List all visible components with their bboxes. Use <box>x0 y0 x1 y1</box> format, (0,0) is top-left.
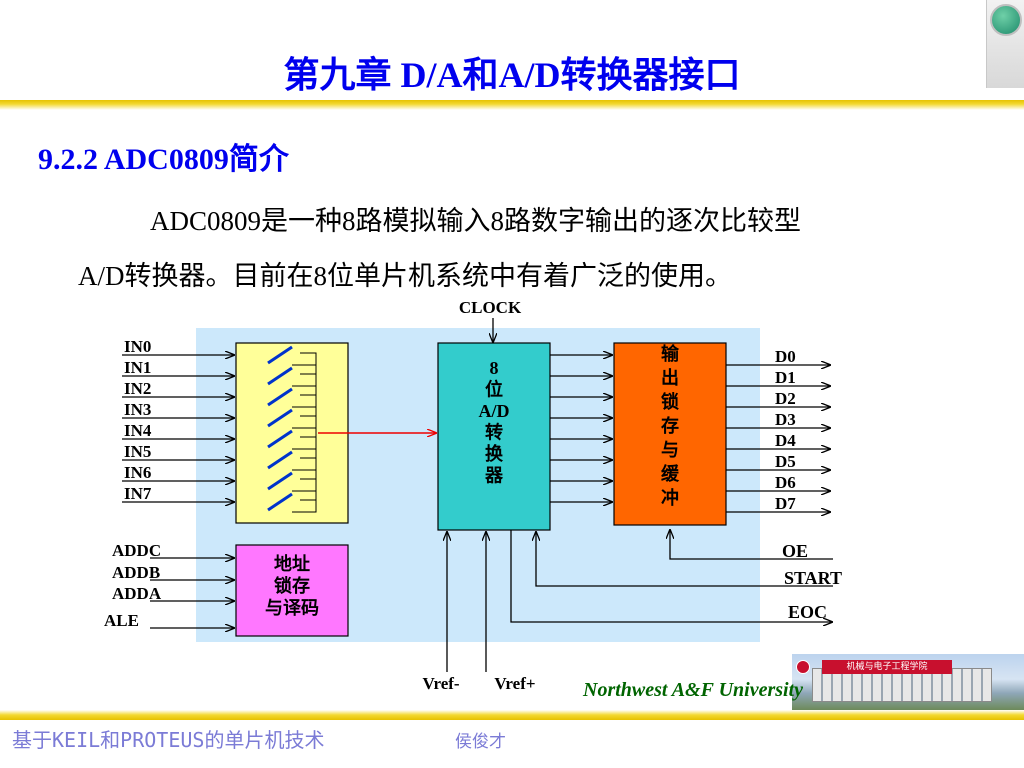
output-label: D7 <box>775 494 796 513</box>
college-banner <box>822 660 952 674</box>
home-button[interactable] <box>986 0 1024 88</box>
converter-label-char: 换 <box>485 443 504 464</box>
output-label: D1 <box>775 368 796 387</box>
converter-block <box>437 342 551 531</box>
footer-author: 侯俊才 <box>455 732 506 752</box>
output-label: D4 <box>775 431 796 450</box>
footer-course-title: 基于KEIL和PROTEUS的单片机技术 <box>12 728 325 752</box>
output-label: D6 <box>775 473 796 492</box>
oe-line <box>670 530 833 560</box>
analog-switch <box>267 429 293 449</box>
college-banner-text: 机械与电子工程学院 <box>846 662 928 672</box>
analog-switch <box>267 492 293 512</box>
converter-label-char: 位 <box>485 379 503 400</box>
address-latch-block <box>235 544 349 637</box>
latch-label-char: 输 <box>661 343 680 364</box>
home-icon[interactable] <box>990 4 1022 36</box>
converter-label-char: A/D <box>479 401 510 421</box>
latch-label-char: 缓 <box>661 463 680 484</box>
input-label: IN4 <box>124 421 152 440</box>
address-input-label: ADDC <box>112 541 161 560</box>
latch-label-char: 冲 <box>661 487 679 508</box>
address-inputs: ADDC ADDB ADDA ALE <box>104 541 234 630</box>
converter-block-label: 8位A/D转换器 <box>479 358 510 486</box>
clock-label: CLOCK <box>459 298 522 317</box>
latch-label-char: 与 <box>661 440 679 460</box>
start-line <box>536 532 833 587</box>
analog-switch <box>267 366 293 386</box>
analog-switch <box>267 471 293 491</box>
latch-label-char: 出 <box>661 367 679 388</box>
paragraph-line-1: ADC0809是一种8路模拟输入8路数字输出的逐次比较型 <box>150 206 802 236</box>
analog-switch <box>267 345 293 365</box>
analog-switches <box>267 345 317 513</box>
eoc-label: EOC <box>788 602 827 622</box>
vref-minus-label: Vref- <box>422 674 459 693</box>
input-label: IN0 <box>124 337 151 356</box>
title-underline <box>0 100 1024 110</box>
oe-label: OE <box>782 541 808 561</box>
output-label: D5 <box>775 452 796 471</box>
footer-bar <box>0 710 1024 720</box>
analog-switch <box>267 387 293 407</box>
output-latch-block <box>613 342 727 526</box>
output-label: D3 <box>775 410 796 429</box>
address-label-line: 地址 <box>274 553 310 574</box>
eoc-line <box>510 530 832 622</box>
converter-label-char: 器 <box>484 466 504 486</box>
paragraph-line-2: A/D转换器。目前在8位单片机系统中有着广泛的使用。 <box>78 261 732 291</box>
start-label: START <box>784 568 842 588</box>
campus-photo: 机械与电子工程学院 <box>792 654 1024 710</box>
input-label: IN7 <box>124 484 152 503</box>
university-name: Northwest A&F University <box>583 679 804 701</box>
input-label: IN6 <box>124 463 151 482</box>
address-input-label: ALE <box>104 611 139 630</box>
analog-switch <box>267 408 293 428</box>
vref-plus-label: Vref+ <box>494 674 535 693</box>
slide-title: 第九章 D/A和A/D转换器接口 <box>283 55 741 95</box>
input-label: IN1 <box>124 358 151 377</box>
converter-label-char: 转 <box>485 422 503 443</box>
analog-switch <box>267 450 293 470</box>
converter-to-latch-bus <box>550 355 612 502</box>
input-label: IN2 <box>124 379 151 398</box>
college-logo-icon <box>796 660 810 674</box>
input-label: IN5 <box>124 442 151 461</box>
section-heading: 9.2.2 ADC0809简介 <box>38 143 289 176</box>
output-label: D2 <box>775 389 796 408</box>
latch-label-char: 存 <box>661 415 679 436</box>
output-label: D0 <box>775 347 796 366</box>
latch-label-char: 锁 <box>661 391 679 412</box>
address-label-line: 与译码 <box>265 598 319 618</box>
address-input-label: ADDB <box>112 563 160 582</box>
address-label-line: 锁存 <box>274 575 310 596</box>
converter-label-char: 8 <box>490 358 499 378</box>
address-input-label: ADDA <box>112 584 162 603</box>
input-label: IN3 <box>124 400 151 419</box>
